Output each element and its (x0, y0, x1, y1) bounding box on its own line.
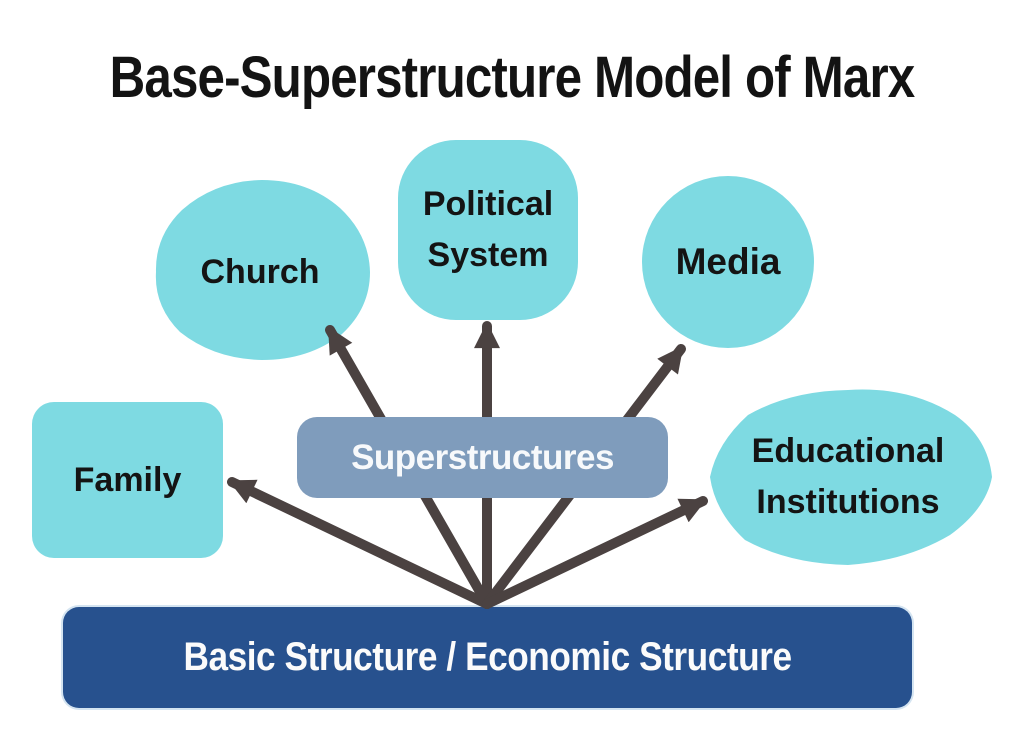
church-blob-shape (155, 180, 370, 360)
media-shape (642, 176, 814, 348)
diagram-title: Base-Superstructure Model of Marx (109, 45, 916, 110)
educational-institutions-shape (710, 389, 992, 565)
family-shape (32, 402, 223, 558)
arrow-base-to-family (227, 477, 492, 609)
base-structure-bar: Basic Structure / Economic Structure (63, 607, 912, 708)
arrow-base-to-educational-institutions (482, 496, 708, 609)
superstructures-box: Superstructures (297, 417, 668, 498)
political-system-shape (398, 140, 578, 320)
